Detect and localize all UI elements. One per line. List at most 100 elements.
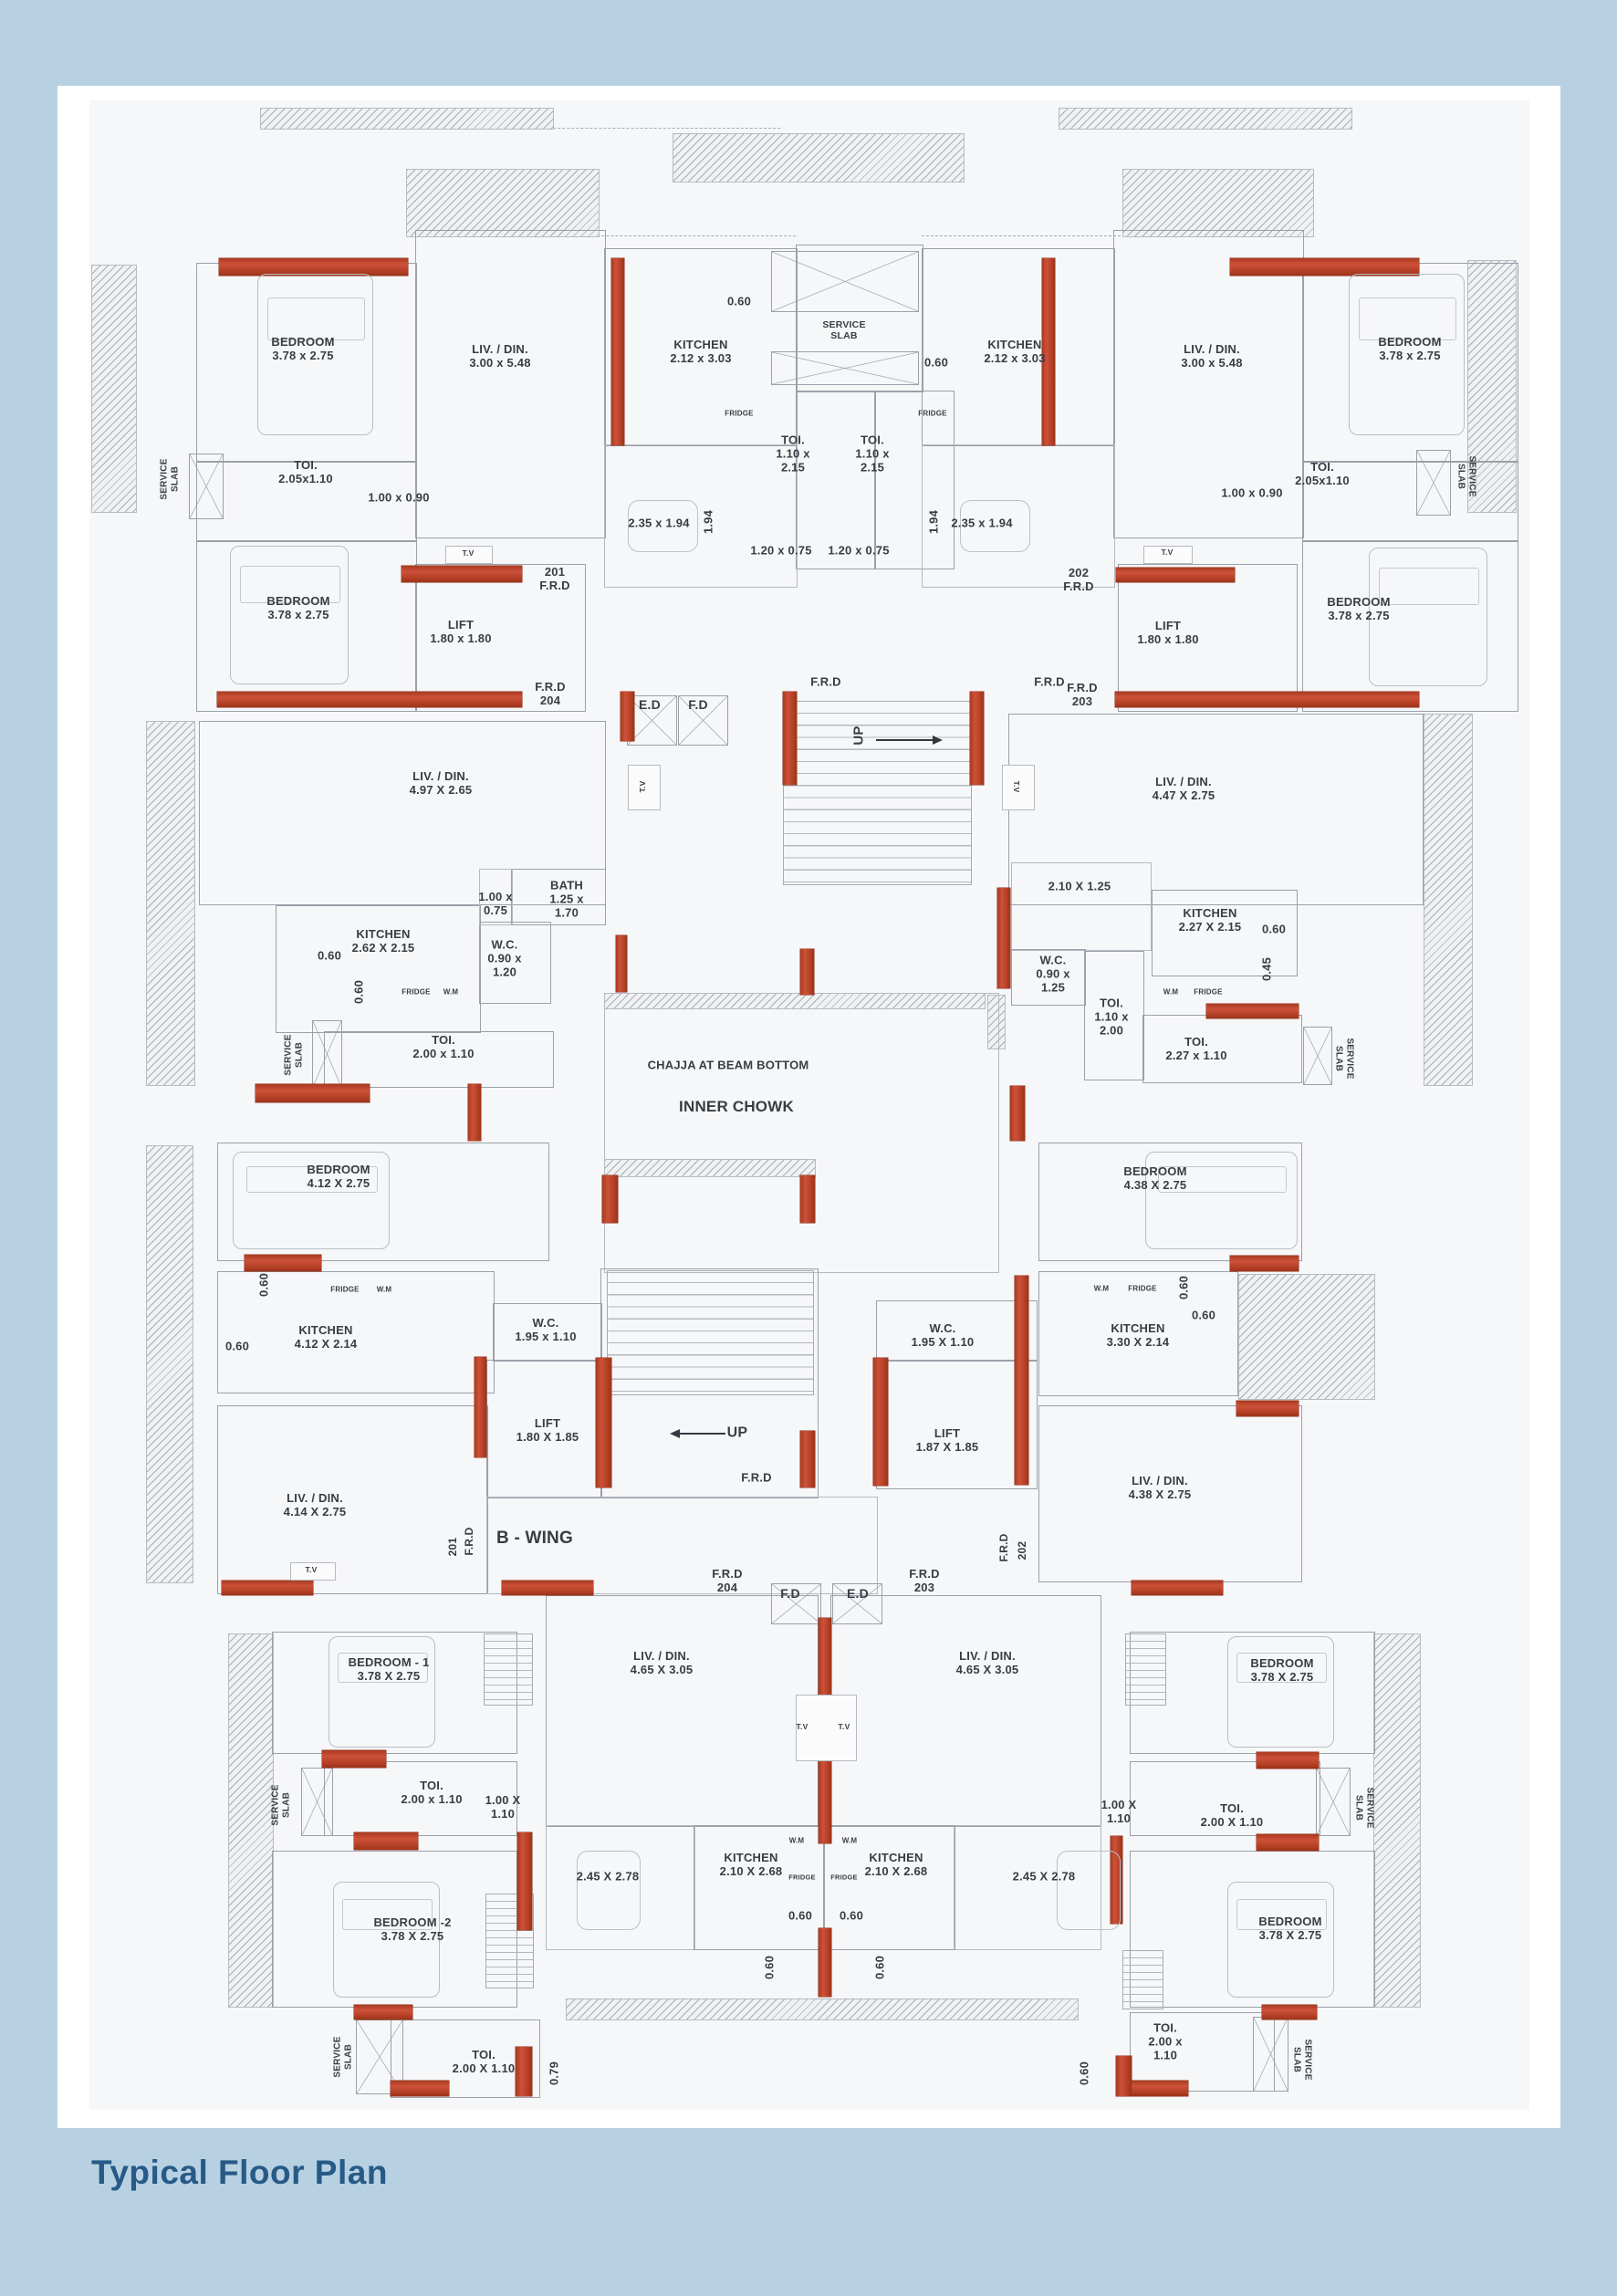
service-slab-x (1416, 450, 1451, 516)
plan-label: 202 F.R.D (1063, 565, 1094, 593)
wall (604, 993, 999, 1273)
wall (954, 1825, 1101, 1950)
plan-label: FRIDGE (725, 409, 754, 418)
staircase (484, 1633, 533, 1706)
plan-label: 0.60 (317, 948, 342, 963)
plan-label: TOI. 2.00 x 1.10 (412, 1032, 475, 1060)
wall (922, 444, 1115, 588)
red-wall (1015, 1276, 1028, 1485)
dashed-line (922, 235, 1312, 236)
service-slab-x (1303, 1027, 1332, 1085)
red-wall (502, 1581, 593, 1595)
plan-label: SERVICE SLAB (1354, 1787, 1375, 1829)
wall (1084, 951, 1144, 1080)
hatch (1373, 1633, 1421, 2008)
plan-label: E.D (847, 1585, 869, 1601)
red-wall (1116, 568, 1235, 582)
plan-label: INNER CHOWK (679, 1098, 794, 1116)
red-wall (1257, 1834, 1319, 1851)
plan-label: W.C. 0.90 x 1.20 (487, 937, 522, 979)
red-wall (819, 1618, 831, 1696)
hatch (673, 133, 965, 183)
red-wall (1206, 1004, 1299, 1018)
red-wall (819, 1928, 831, 1997)
hatch (146, 721, 195, 1086)
plan-label: LIFT 1.80 x 1.80 (430, 617, 492, 645)
plan-label: 0.60 (1261, 922, 1287, 936)
plan-label: T.V (1011, 780, 1021, 793)
plan-label: W.C. 0.90 x 1.25 (1036, 953, 1070, 995)
wall (1038, 1271, 1238, 1396)
plan-label: B - WING (496, 1528, 573, 1548)
plan-label: T.V (838, 1722, 850, 1732)
caption: Typical Floor Plan (91, 2154, 388, 2191)
red-wall (354, 2005, 412, 2019)
plan-label: BEDROOM 3.78 x 2.75 (266, 593, 330, 621)
staircase (783, 701, 972, 885)
dining-table (1057, 1851, 1121, 1930)
plan-label: 1.20 x 0.75 (828, 543, 890, 558)
plan-label: F.R.D (741, 1470, 772, 1485)
plan-label: SERVICE SLAB (159, 458, 180, 500)
plan-label: F.R.D 203 (909, 1566, 940, 1594)
red-wall (621, 692, 634, 741)
plan-label: 2.10 X 1.25 (1048, 879, 1111, 893)
plan-label: FRIDGE (918, 409, 947, 418)
service-slab-x (1316, 1768, 1351, 1836)
plan-label: CHAJJA AT BEAM BOTTOM (647, 1058, 809, 1072)
wall (1011, 949, 1086, 1006)
plan-label: F.R.D (997, 1533, 1011, 1562)
dining-table (628, 500, 698, 552)
wall (874, 391, 955, 569)
plan-label: T.V (1161, 548, 1174, 558)
red-wall (322, 1750, 386, 1768)
plan-label: 1.94 (926, 509, 941, 535)
plan-label: TOI. 2.05x1.10 (1295, 459, 1350, 487)
red-wall (475, 1357, 486, 1457)
plan-label: UP (850, 725, 867, 746)
plan-label: SERVICE SLAB (270, 1784, 291, 1826)
service-slab-x (301, 1768, 333, 1836)
staircase (1125, 1633, 1166, 1706)
plan-label: BEDROOM 3.78 x 2.75 (271, 334, 335, 362)
wall (922, 248, 1115, 446)
plan-label: F.D (688, 696, 708, 712)
wall (199, 721, 606, 905)
plan-label: TOI. 1.10 x 2.00 (1094, 996, 1129, 1038)
hatch (1059, 108, 1352, 130)
wall (1113, 230, 1304, 538)
plan-label: KITCHEN 2.62 X 2.15 (351, 926, 415, 955)
plan-label: FRIDGE (830, 1873, 858, 1882)
wall (415, 564, 586, 712)
dashed-line (406, 235, 796, 236)
duct-door-x (771, 1583, 821, 1624)
plan-label: FRIDGE (788, 1873, 816, 1882)
bed (257, 274, 373, 435)
wall (1130, 1851, 1375, 2008)
plan-label: LIFT 1.80 x 1.80 (1137, 618, 1199, 646)
hatch (91, 265, 137, 513)
red-wall (596, 1358, 611, 1487)
wall (604, 444, 798, 588)
hatch (260, 108, 554, 130)
red-wall (800, 949, 814, 995)
plan-label: W.M (841, 1836, 858, 1845)
plan-label: W.M (376, 1285, 392, 1294)
plan-label: F.R.D (810, 674, 841, 689)
wall (511, 869, 606, 925)
red-wall (516, 2047, 532, 2096)
duct-door-x (627, 695, 677, 746)
hatch (1467, 260, 1517, 513)
plan-label: 0.60 (256, 1272, 271, 1298)
wall (493, 1303, 602, 1362)
plan-label: 1.00 x 0.75 (478, 889, 513, 917)
wall (1302, 461, 1518, 542)
plan-label: 201 (446, 1537, 460, 1557)
plan-label: 0.60 (1191, 1308, 1216, 1322)
plan-label: F.R.D 203 (1067, 680, 1098, 708)
plan-label: BATH 1.25 x 1.70 (549, 878, 584, 920)
plan-label: KITCHEN 3.30 X 2.14 (1106, 1320, 1170, 1349)
hatch (1238, 1274, 1375, 1400)
plan-label: 2.35 x 1.94 (951, 516, 1013, 530)
